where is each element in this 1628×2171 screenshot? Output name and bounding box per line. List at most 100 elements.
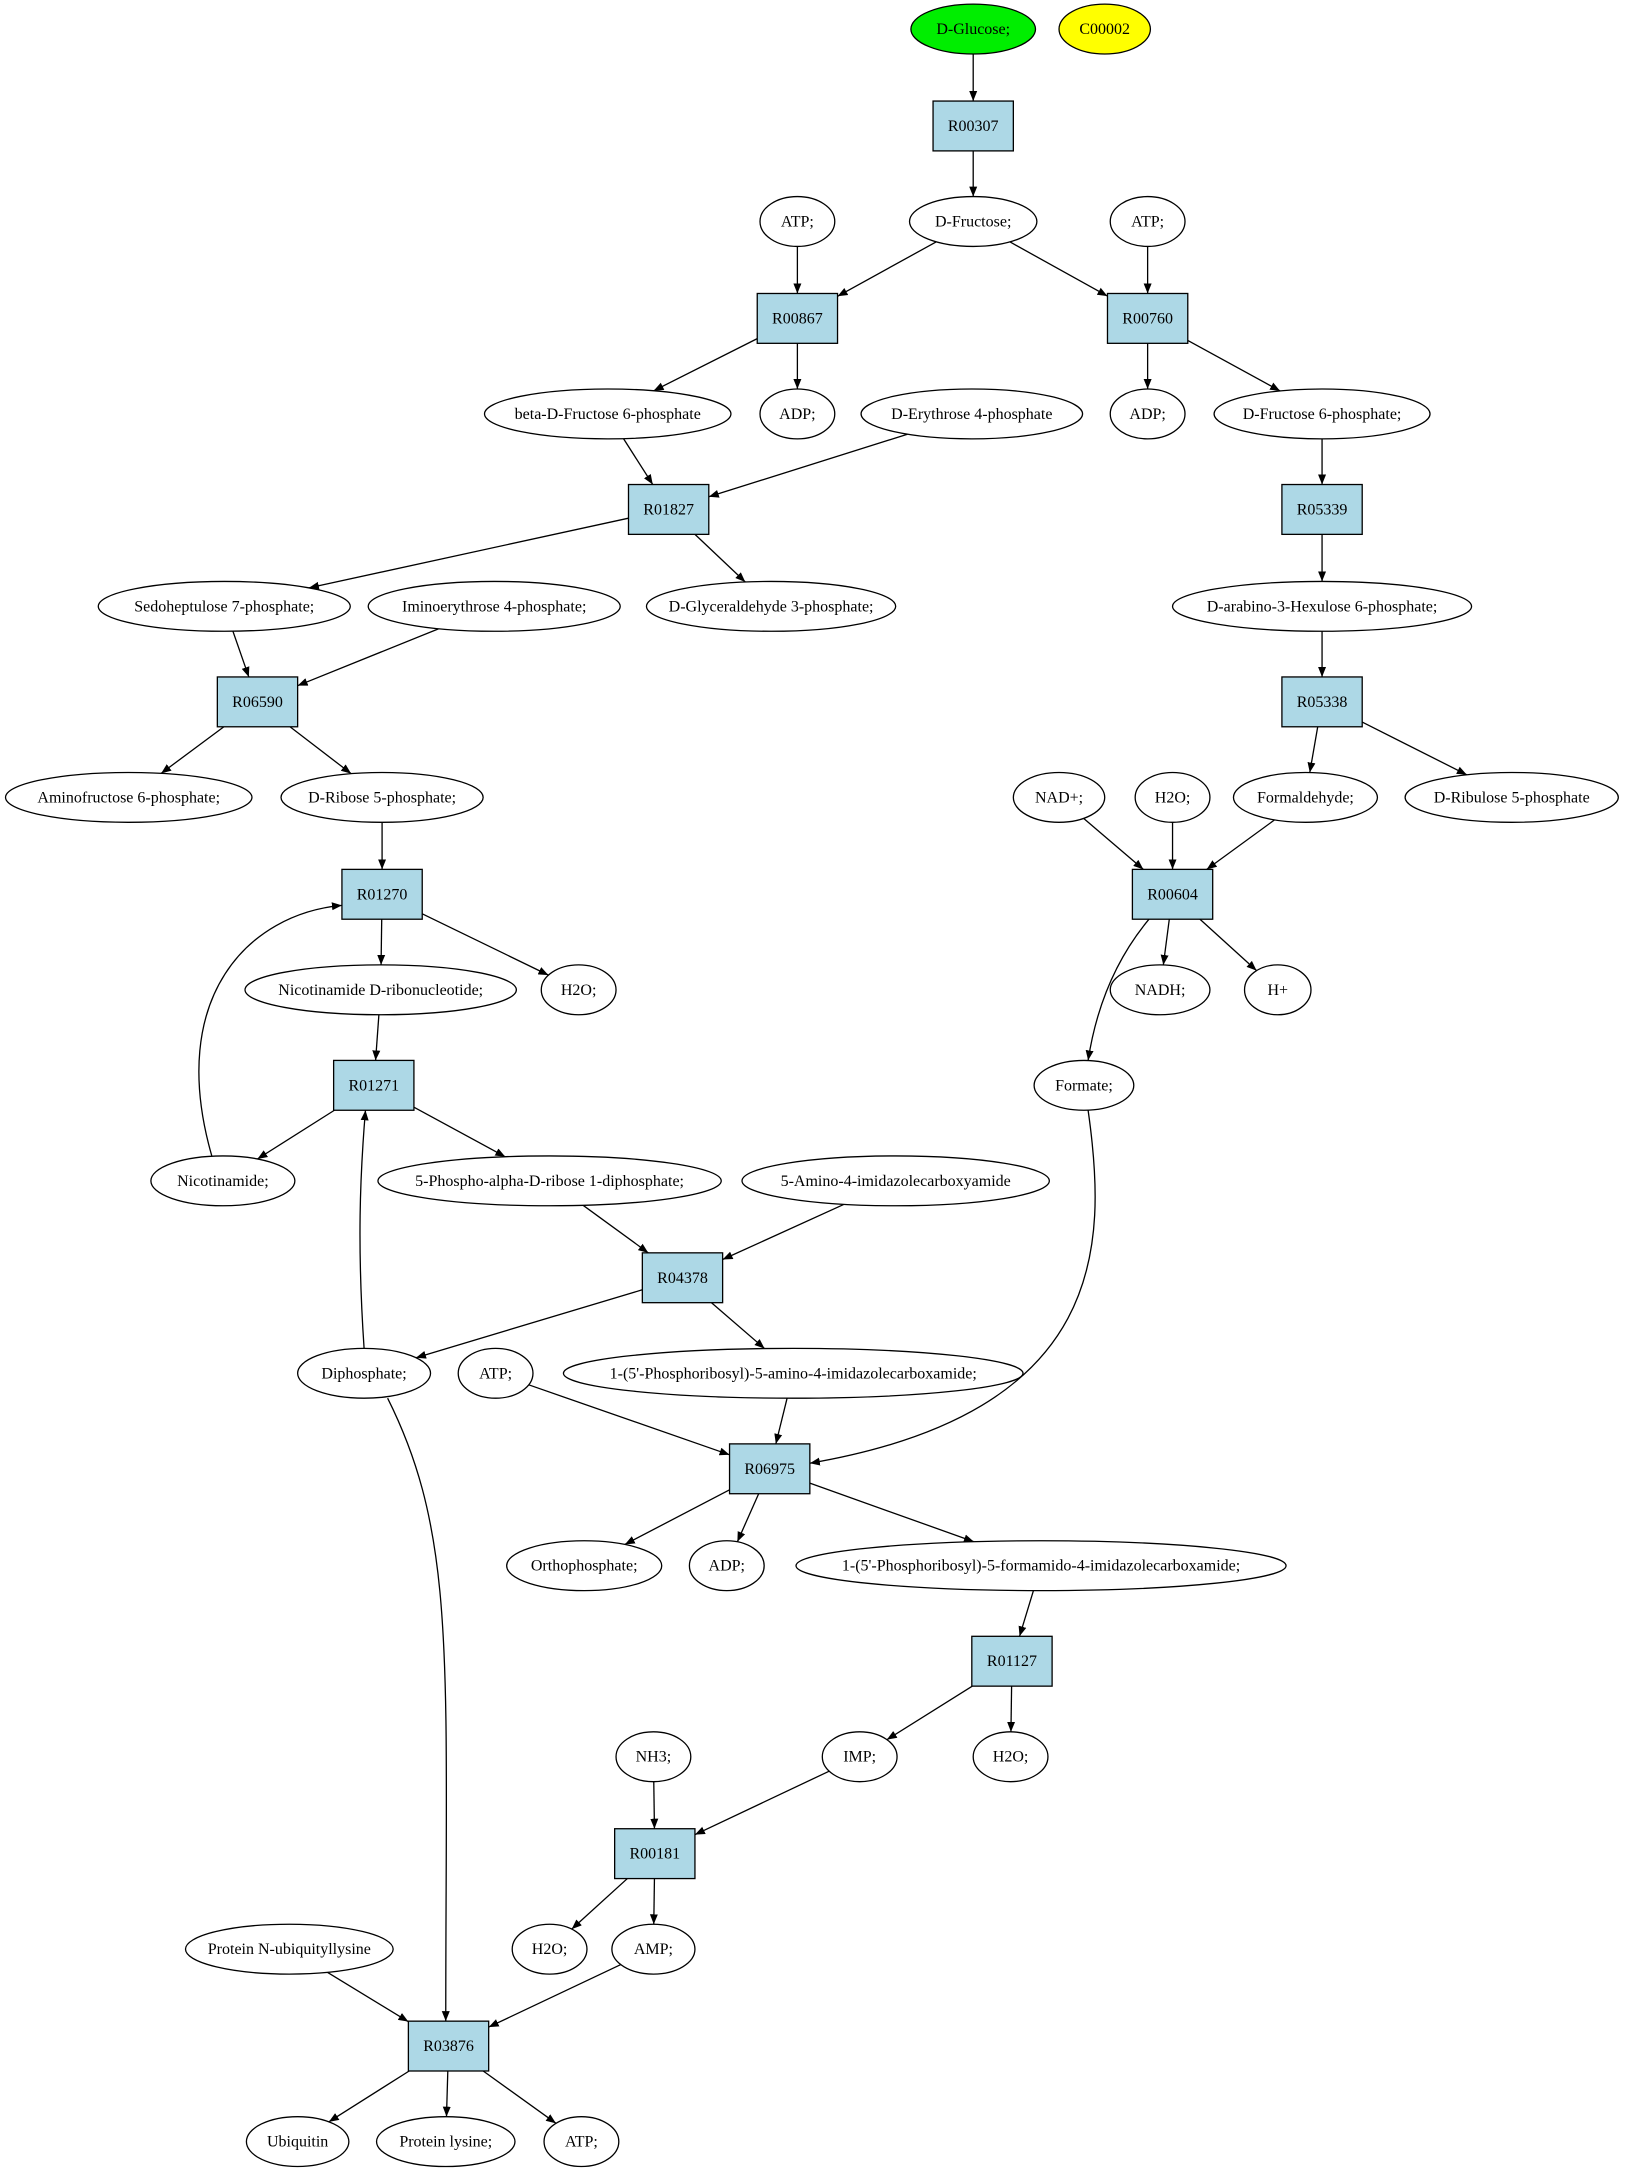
compound-ellipse (506, 1540, 663, 1592)
compound-ellipse (540, 964, 617, 1016)
compound-node-ru5p: D-Ribulose 5-phosphate (1404, 771, 1619, 823)
reaction-node-R00181: R00181 (614, 1828, 696, 1880)
compound-node-h2o1: H2O; (1134, 771, 1211, 823)
reaction-label: R00867 (772, 310, 823, 327)
compound-ellipse (908, 195, 1038, 248)
reaction-box (627, 483, 710, 536)
reaction-box (1106, 292, 1189, 344)
compound-node-r5p: D-Ribose 5-phosphate; (280, 771, 484, 823)
edge-R00604-to-hplus (1199, 918, 1258, 972)
reaction-box (407, 2020, 490, 2072)
compound-node-bdf6p: beta-D-Fructose 6-phosphate (483, 388, 732, 440)
edge-R01127-to-imp (886, 1685, 973, 1741)
edge-dfructose-to-R00867 (837, 241, 937, 297)
compound-ellipse (150, 1155, 296, 1207)
reaction-box (932, 100, 1014, 152)
reaction-node-R04378: R04378 (641, 1252, 724, 1304)
compound-node-prpp: 5-Phospho-alpha-D-ribose 1-diphosphate; (377, 1155, 722, 1207)
compound-ellipse (759, 195, 836, 248)
compound-node-plysine: Protein lysine; (375, 2116, 516, 2168)
compound-ellipse (759, 388, 836, 440)
compound-node-g3p: D-Glyceraldehyde 3-phosphate; (645, 580, 897, 632)
reaction-box (1131, 868, 1214, 920)
reaction-node-R06975: R06975 (728, 1443, 811, 1495)
reaction-node-R06590: R06590 (216, 676, 299, 728)
edge-R03876-to-ubiquitin (328, 2070, 410, 2123)
compound-node-atp2: ATP; (1109, 195, 1186, 248)
compound-ellipse (972, 1731, 1049, 1783)
compound-ellipse (244, 964, 518, 1016)
reaction-node-R00604: R00604 (1131, 868, 1214, 920)
compound-node-dglucose: D-Glucose; (910, 3, 1037, 55)
reaction-box (341, 868, 423, 920)
compound-label: D-Ribose 5-phosphate; (308, 789, 456, 806)
edge-e4p-to-R01827 (708, 433, 908, 498)
reaction-label: R00307 (948, 118, 999, 135)
compound-label: H2O; (532, 1941, 568, 1958)
reaction-label: R06590 (232, 694, 283, 711)
compound-label: D-Fructose 6-phosphate; (1243, 406, 1402, 423)
reaction-box (614, 1828, 696, 1880)
reaction-node-R05338: R05338 (1281, 676, 1363, 728)
edge-pnul-to-R03876 (327, 1971, 409, 2023)
reaction-node-R00760: R00760 (1106, 292, 1189, 344)
compound-label: D-Fructose; (935, 213, 1011, 230)
edge-R00181-to-h2o4 (571, 1878, 628, 1930)
edge-prpp-to-R04378 (582, 1204, 649, 1254)
compound-node-faicar: 1-(5'-Phosphoribosyl)-5-formamido-4-imid… (795, 1540, 1287, 1592)
compound-ellipse (184, 1923, 394, 1975)
compound-ellipse (483, 388, 732, 440)
edge-bdf6p-to-R01827 (622, 438, 654, 485)
compound-node-ubiquitin: Ubiquitin (245, 2116, 350, 2168)
compound-label: NH3; (636, 1749, 672, 1766)
compound-ellipse (795, 1540, 1287, 1592)
compound-ellipse (741, 1155, 1050, 1207)
compound-ellipse (688, 1540, 765, 1592)
compound-label: H2O; (1155, 789, 1191, 806)
compound-ellipse (615, 1731, 692, 1783)
compound-label: Iminoerythrose 4-phosphate; (402, 598, 586, 615)
edge-R05338-to-formaldehyde (1307, 726, 1319, 773)
compound-label: D-Erythrose 4-phosphate (891, 406, 1052, 423)
compound-label: ATP; (479, 1365, 512, 1382)
edge-aicar-to-R06975 (774, 1398, 788, 1445)
compound-node-df6p: D-Fructose 6-phosphate; (1213, 388, 1431, 440)
reaction-node-R01270: R01270 (341, 868, 423, 920)
reaction-node-R00867: R00867 (756, 292, 839, 344)
compound-ellipse (645, 580, 897, 632)
compound-ellipse (1243, 964, 1312, 1016)
compound-node-nad: NAD+; (1012, 771, 1106, 823)
compound-label: Diphosphate; (321, 1365, 406, 1382)
compound-label: Ubiquitin (267, 2134, 328, 2151)
compound-node-atp3: ATP; (457, 1347, 534, 1399)
compound-label: Aminofructose 6-phosphate; (37, 789, 220, 806)
compound-node-nmn: Nicotinamide D-ribonucleotide; (244, 964, 518, 1016)
edge-s7p-to-R06590 (232, 630, 250, 678)
edge-nmn-to-R01271 (372, 1014, 381, 1061)
compound-node-formaldehyde: Formaldehyde; (1232, 771, 1379, 823)
compound-node-c00002: C00002 (1058, 3, 1152, 55)
reaction-box (756, 292, 839, 344)
reaction-label: R01271 (348, 1077, 399, 1094)
reaction-node-R01827: R01827 (627, 483, 710, 536)
compound-node-h2o2: H2O; (540, 964, 617, 1016)
compound-ellipse (1171, 580, 1473, 632)
compound-label: ADP; (1129, 406, 1165, 423)
compound-ellipse (821, 1731, 898, 1783)
compound-label: C00002 (1079, 21, 1130, 38)
edge-R00604-to-nadh (1160, 919, 1170, 966)
compound-node-h2o3: H2O; (972, 1731, 1049, 1783)
edge-R01270-to-nmn (377, 919, 386, 965)
edge-formaldehyde-to-R00604 (1206, 819, 1275, 870)
edge-nh3-to-R00181 (650, 1781, 659, 1829)
edge-R01270-to-h2o2 (421, 913, 549, 976)
compound-label: H2O; (993, 1749, 1029, 1766)
compound-node-nh3: NH3; (615, 1731, 692, 1783)
compound-label: ADP; (709, 1558, 745, 1575)
compound-label: 1-(5'-Phosphoribosyl)-5-amino-4-imidazol… (610, 1365, 977, 1382)
compound-ellipse (910, 3, 1037, 55)
edge-R05338-to-ru5p (1361, 721, 1468, 776)
compound-node-adp2: ADP; (1109, 388, 1186, 440)
compound-label: NADH; (1135, 982, 1186, 999)
